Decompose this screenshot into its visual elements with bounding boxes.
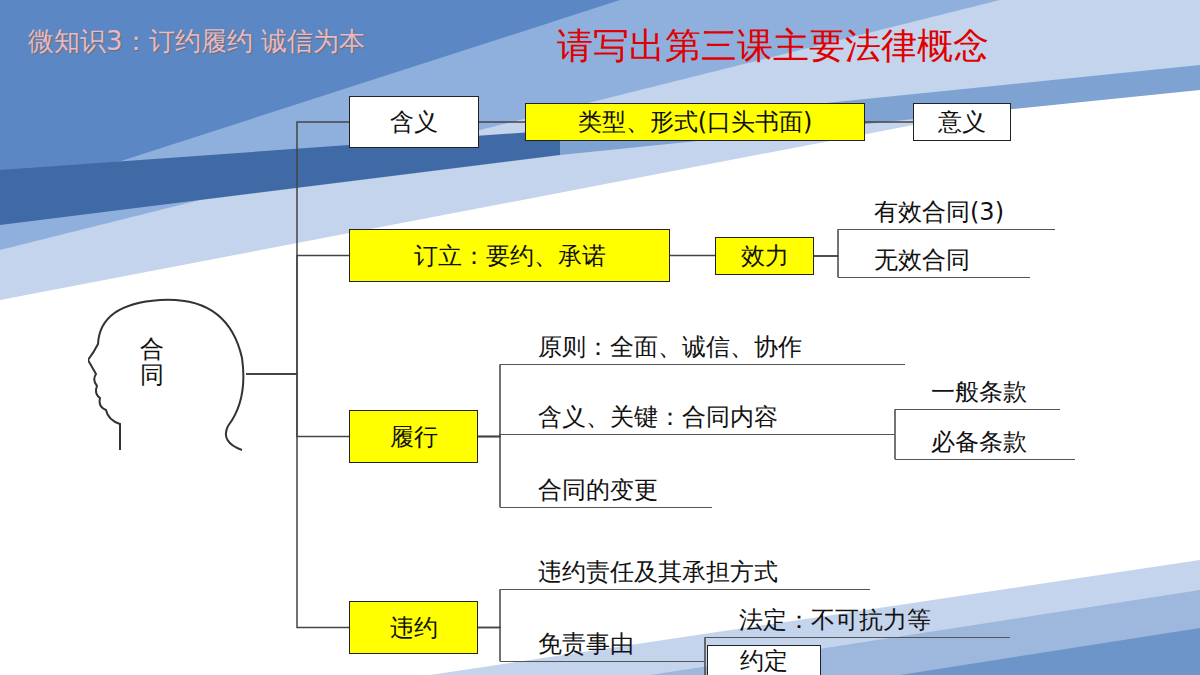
- connector: [478, 364, 500, 436]
- slide-heading: 微知识3：订约履约 诚信为本: [28, 24, 365, 59]
- node-text: 无效合同: [874, 246, 970, 274]
- node-text: 订立：要约、承诺: [414, 240, 606, 272]
- head-silhouette: [88, 296, 246, 452]
- connector: [246, 374, 349, 628]
- node-text: 违约责任及其承担方式: [538, 558, 778, 586]
- branch-item: 免责事由: [500, 629, 705, 662]
- node-text: 合同: [140, 336, 164, 389]
- node-text: 含义、关键：合同内容: [538, 403, 778, 431]
- branch-item: 合同的变更: [500, 475, 712, 508]
- band: [560, 65, 1200, 155]
- node-text: 含义: [390, 106, 438, 138]
- connector: [478, 628, 500, 662]
- connector: [670, 255, 715, 257]
- head-outline: 合同: [88, 296, 246, 452]
- branch-item: 一般条款: [895, 377, 1060, 410]
- concept-box: 约定: [707, 645, 821, 675]
- connector: [246, 122, 349, 374]
- branch-item: 违约责任及其承担方式: [500, 557, 870, 590]
- head-line: [88, 300, 243, 450]
- highlight-box: 效力: [715, 237, 814, 275]
- highlight-box: 违约: [349, 601, 478, 654]
- highlight-box: 类型、形式(口头书面): [525, 103, 865, 141]
- branch-item: 原则：全面、诚信、协作: [500, 332, 905, 365]
- connector: [478, 437, 500, 508]
- node-text: 意义: [938, 106, 986, 138]
- node-text: 免责事由: [538, 630, 634, 658]
- branch-item: 法定：不可抗力等: [705, 605, 1010, 638]
- node-text: 原则：全面、诚信、协作: [538, 333, 802, 361]
- highlight-box: 订立：要约、承诺: [349, 229, 670, 282]
- slide-title: 请写出第三课主要法律概念: [557, 22, 989, 71]
- connector: [814, 256, 838, 277]
- node-text: 有效合同(3): [874, 198, 1004, 226]
- branch-item: 含义、关键：合同内容: [500, 402, 895, 435]
- node-text: 必备条款: [931, 428, 1027, 456]
- connector: [865, 121, 913, 123]
- node-text: 合同的变更: [538, 476, 658, 504]
- branch-item: 必备条款: [895, 427, 1075, 460]
- connector: [704, 661, 706, 675]
- node-text: 违约: [390, 612, 438, 644]
- branch-item: 有效合同(3): [838, 197, 1055, 230]
- branch-item: 无效合同: [838, 245, 1030, 278]
- band: [900, 628, 1200, 675]
- node-text: 法定：不可抗力等: [739, 606, 931, 634]
- band: [0, 0, 1000, 250]
- connector: [814, 229, 838, 256]
- concept-box: 含义: [349, 96, 479, 148]
- connector: [478, 589, 500, 627]
- band: [0, 0, 1200, 300]
- node-text: 类型、形式(口头书面): [578, 106, 813, 138]
- connector: [246, 256, 349, 375]
- node-text: 效力: [741, 240, 789, 272]
- concept-box: 意义: [913, 103, 1011, 141]
- node-text: 一般条款: [931, 378, 1027, 406]
- node-text: 约定: [740, 648, 788, 674]
- node-text: 履行: [390, 421, 438, 453]
- connector: [479, 121, 525, 123]
- connector: [704, 637, 706, 661]
- highlight-box: 履行: [349, 410, 478, 463]
